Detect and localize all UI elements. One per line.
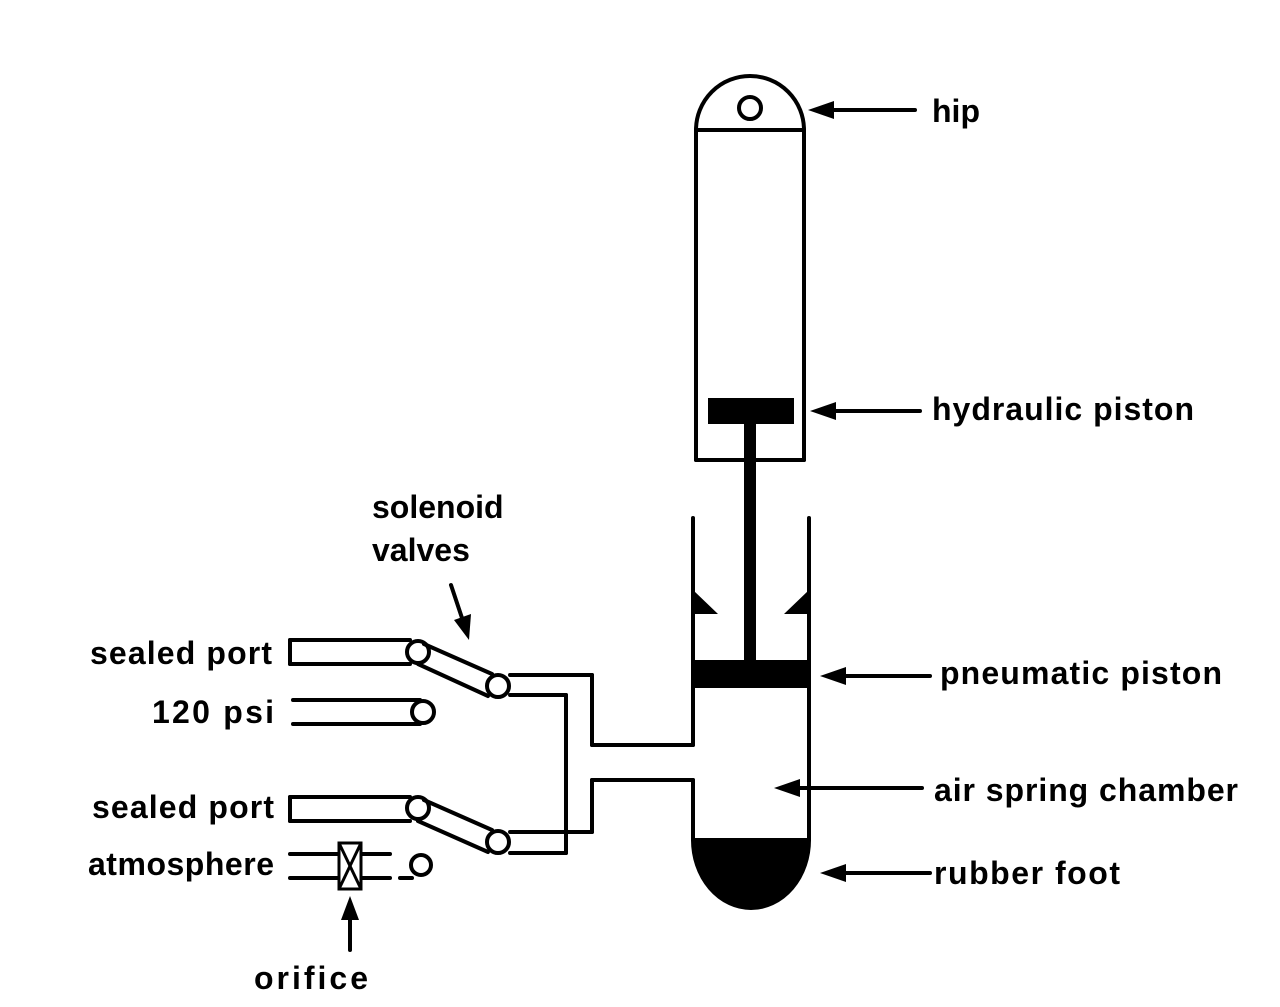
solenoid-valve-lower — [288, 795, 511, 880]
label-rubber-foot: rubber foot — [934, 855, 1120, 891]
hydraulic-cylinder — [694, 74, 806, 462]
label-air-spring-chamber: air spring chamber — [934, 772, 1238, 808]
label-sealed-port-top: sealed port — [90, 635, 272, 671]
label-pneumatic-piston: pneumatic piston — [940, 655, 1222, 691]
solenoid-valves-arrow — [449, 583, 471, 640]
hip-joint — [737, 95, 763, 121]
label-valves: valves — [372, 532, 470, 568]
arrows — [341, 101, 932, 952]
hydraulic-piston-arrow — [810, 402, 922, 420]
pneumatic-piston-arrow — [820, 667, 932, 685]
rubber-foot-arrow — [820, 864, 932, 882]
solenoid-valve-upper — [288, 638, 511, 726]
piston-rod — [744, 424, 756, 664]
label-hip: hip — [932, 93, 980, 129]
rubber-foot — [690, 838, 812, 910]
orifice-symbol — [337, 841, 363, 891]
orifice-arrow — [341, 896, 359, 952]
hip-arrow — [808, 101, 917, 119]
label-120-psi: 120 psi — [152, 694, 274, 730]
label-sealed-port-bottom: sealed port — [92, 789, 274, 825]
label-hydraulic-piston: hydraulic piston — [932, 391, 1194, 427]
label-solenoid: solenoid — [372, 489, 504, 525]
label-atmosphere: atmosphere — [88, 846, 274, 882]
stop-right — [784, 590, 809, 614]
air-lines — [508, 673, 695, 855]
air-spring-chamber-arrow — [774, 779, 924, 797]
hydraulic-piston-head — [708, 398, 794, 424]
stop-left — [693, 590, 718, 614]
pneumatic-piston — [693, 660, 809, 688]
label-orifice: orifice — [254, 960, 368, 996]
